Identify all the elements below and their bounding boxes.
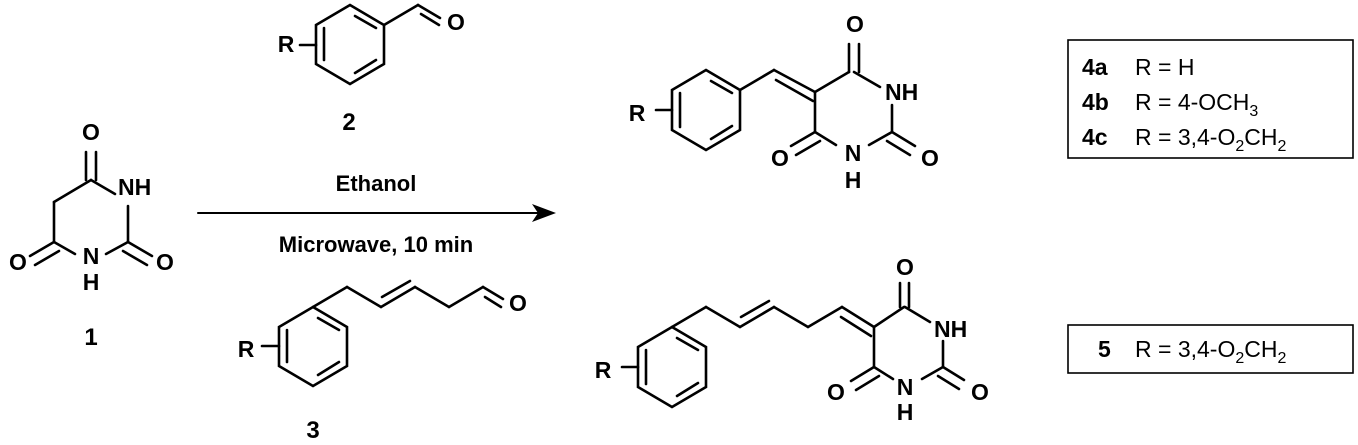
compound-1-structure: O NH O O N H bbox=[9, 119, 174, 295]
product-5-r: R bbox=[595, 357, 612, 383]
product-4-structure: O NH O O N H R bbox=[629, 11, 939, 193]
compound-1-o-right: O bbox=[156, 249, 174, 275]
compound-2-o: O bbox=[447, 9, 465, 35]
reaction-solvent: Ethanol bbox=[336, 171, 417, 196]
product-4-o-left: O bbox=[771, 145, 789, 171]
reaction-arrowhead bbox=[532, 204, 556, 222]
product-4-n-bottom: N bbox=[845, 140, 862, 166]
compound-2-structure: R O bbox=[278, 3, 465, 86]
compound-3-label: 3 bbox=[306, 417, 319, 444]
legend-4b-r: R = 4-OCH3 bbox=[1135, 89, 1258, 120]
legend-4c-id: 4c bbox=[1082, 124, 1108, 150]
legend-5-id: 5 bbox=[1098, 336, 1111, 362]
legend-box-5: 5 R = 3,4-O2CH2 bbox=[1067, 324, 1354, 374]
legend-4a-id: 4a bbox=[1082, 54, 1108, 80]
legend-4a-r: R = H bbox=[1135, 54, 1194, 80]
product-5-o-left: O bbox=[827, 379, 845, 405]
reaction-conditions: Microwave, 10 min bbox=[279, 232, 473, 257]
compound-1-label: 1 bbox=[84, 324, 97, 351]
compound-1-nh: NH bbox=[118, 174, 151, 200]
compound-1-o-top: O bbox=[82, 119, 100, 145]
legend-box-4: 4a R = H 4b R = 4-OCH3 4c R = 3,4-O2CH2 bbox=[1067, 39, 1354, 159]
product-5-o-top: O bbox=[896, 254, 914, 280]
compound-2-r: R bbox=[278, 31, 295, 57]
compound-3-o: O bbox=[509, 290, 527, 316]
product-5-h-bottom: H bbox=[897, 399, 914, 425]
legend-4b-id: 4b bbox=[1082, 89, 1109, 115]
product-5-structure: O NH O O N H R bbox=[595, 254, 989, 425]
compound-1-nh-bottom-n: N bbox=[83, 243, 100, 269]
compound-3-r: R bbox=[238, 336, 255, 362]
compound-3-structure: R O bbox=[238, 279, 527, 388]
product-5-n-bottom: N bbox=[897, 374, 914, 400]
product-4-o-right: O bbox=[921, 145, 939, 171]
product-5-nh: NH bbox=[934, 316, 967, 342]
product-4-h-bottom: H bbox=[845, 167, 862, 193]
product-4-o-top: O bbox=[846, 11, 864, 37]
compound-1-o-left: O bbox=[9, 249, 27, 275]
legend-5-r: R = 3,4-O2CH2 bbox=[1135, 336, 1287, 367]
compound-1-h-bottom: H bbox=[83, 269, 100, 295]
compound-2-label: 2 bbox=[342, 109, 355, 136]
product-4-r: R bbox=[629, 100, 646, 126]
product-5-o-right: O bbox=[971, 379, 989, 405]
product-4-nh: NH bbox=[885, 79, 918, 105]
legend-4c-r: R = 3,4-O2CH2 bbox=[1135, 124, 1287, 155]
